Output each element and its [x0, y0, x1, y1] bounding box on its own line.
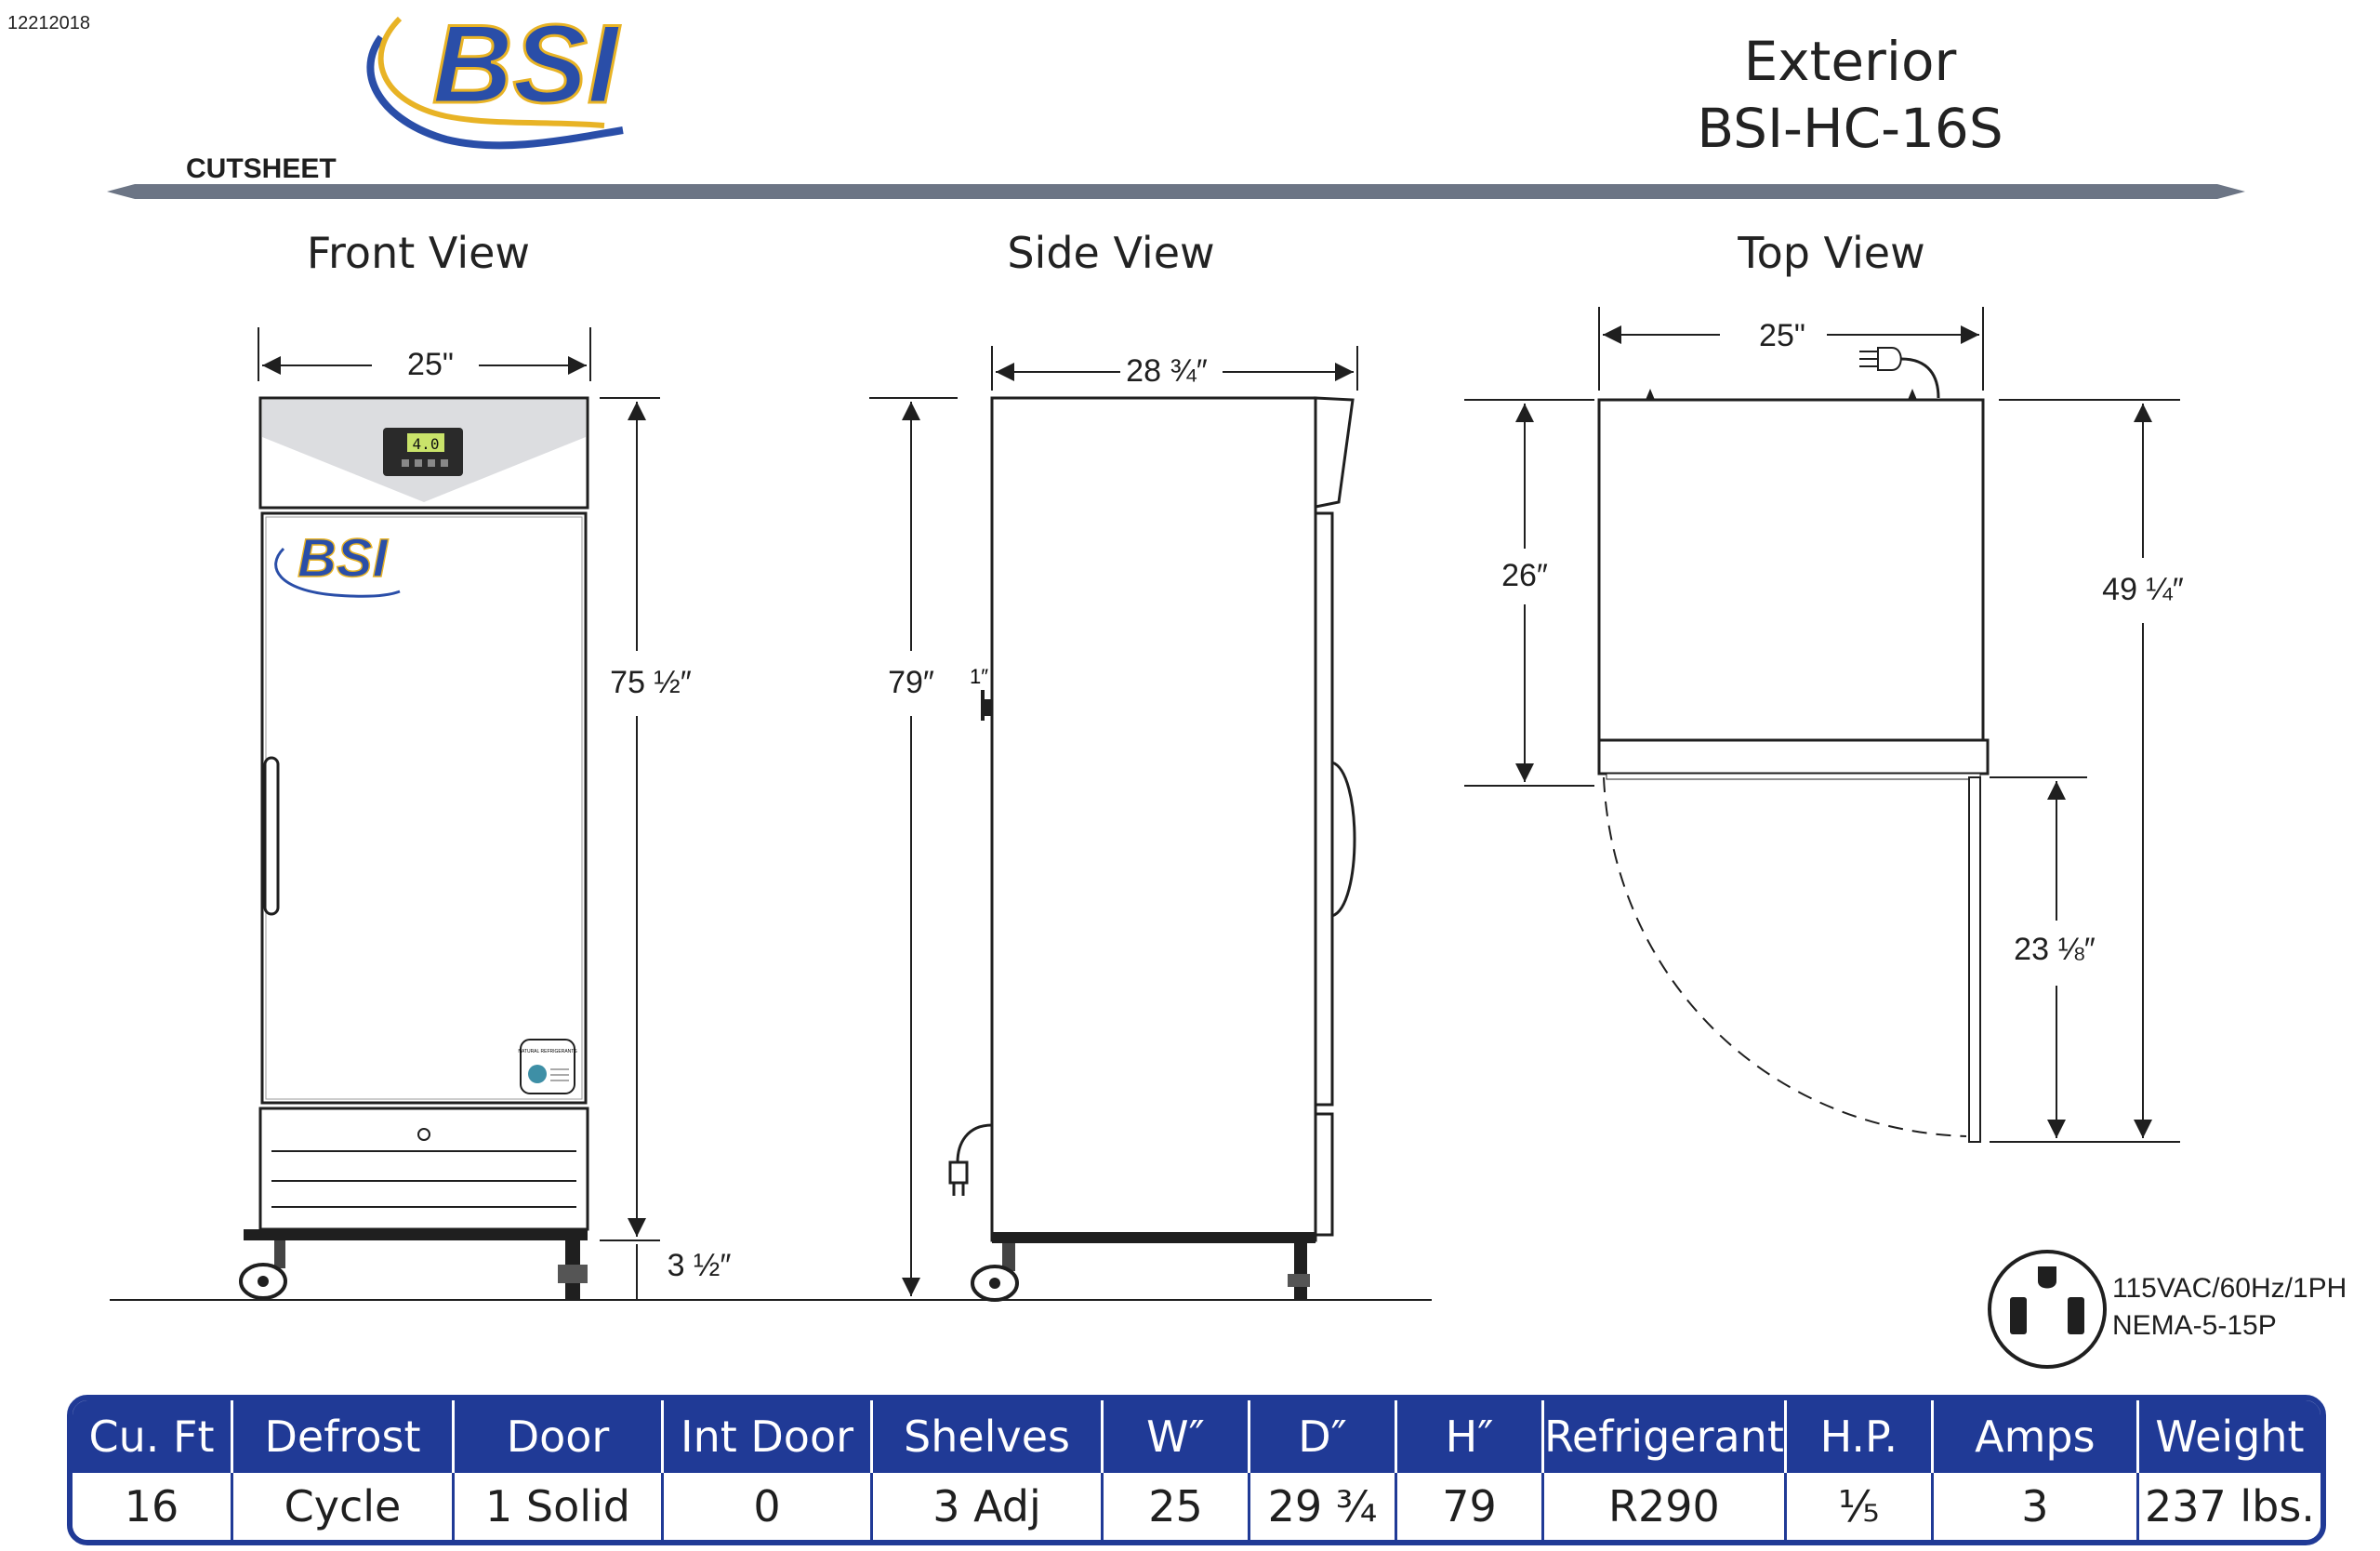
- spec-header: H.P.: [1786, 1400, 1934, 1473]
- front-base: [258, 1107, 589, 1231]
- natural-refrigerants-badge: NATURAL REFRIGERANTS: [518, 1039, 577, 1094]
- logo-text: BSI: [432, 2, 621, 126]
- plug-type-label: NEMA-5-15P: [2112, 1310, 2277, 1341]
- display-readout: 4.0: [413, 435, 440, 453]
- top-total-depth-label: 49 ¼″: [2102, 572, 2184, 607]
- spec-value: 3 Adj: [873, 1473, 1104, 1540]
- document-id: 12212018: [7, 13, 90, 33]
- plug-icon: [948, 1160, 969, 1185]
- svg-text:NATURAL REFRIGERANTS: NATURAL REFRIGERANTS: [518, 1049, 577, 1054]
- side-door-edge: [1314, 511, 1334, 1107]
- top-view: 25" 26″ 49 ¼″ 23 ⅛″: [1464, 307, 2184, 1143]
- lock-icon: [417, 1128, 430, 1141]
- bsi-logo: BSI: [366, 1, 624, 150]
- spec-header: Shelves: [873, 1400, 1104, 1473]
- top-door-edge: [1597, 738, 1990, 776]
- spec-table-grid: Cu. Ft Defrost Door Int Door Shelves W″ …: [67, 1395, 2326, 1545]
- spec-value: 16: [73, 1473, 233, 1540]
- spec-header: Door: [455, 1400, 664, 1473]
- front-view-title: Front View: [306, 228, 531, 278]
- front-height-label: 75 ½″: [610, 665, 692, 700]
- side-caster-right: [1288, 1243, 1310, 1299]
- spec-table: Cu. Ft Defrost Door Int Door Shelves W″ …: [67, 1395, 2326, 1551]
- spec-header: W″: [1104, 1400, 1250, 1473]
- spec-header: D″: [1250, 1400, 1397, 1473]
- spec-header: Amps: [1933, 1400, 2139, 1473]
- front-width-label: 25": [407, 347, 454, 382]
- side-depth-label: 28 ¾″: [1126, 353, 1208, 389]
- side-view: 28 ¾″ 1″ 79″: [869, 346, 1358, 1302]
- side-caster-left: [971, 1243, 1019, 1302]
- top-depth-label: 26″: [1501, 558, 1548, 593]
- side-base-rail: [992, 1232, 1316, 1243]
- side-view-title: Side View: [1007, 228, 1215, 278]
- spec-value: R290: [1544, 1473, 1787, 1540]
- spec-header: Int Door: [664, 1400, 873, 1473]
- spec-value: 237 lbs.: [2138, 1473, 2320, 1540]
- front-door: [260, 511, 588, 1105]
- display-screen: [407, 433, 444, 452]
- page-title: Exterior BSI-HC-16S: [1580, 28, 2120, 162]
- side-handle: [1331, 761, 1356, 918]
- door-swing-arc: [1603, 776, 1967, 1137]
- spec-header: Defrost: [233, 1400, 455, 1473]
- voltage-label: 115VAC/60Hz/1PH: [2112, 1273, 2347, 1304]
- cutsheet-label: CUTSHEET: [186, 153, 337, 184]
- door-handle: [263, 756, 280, 916]
- spec-value: Cycle: [233, 1473, 455, 1540]
- side-inset-label: 1″: [970, 665, 988, 688]
- title-line-1: Exterior: [1743, 30, 1957, 93]
- spec-value: 0: [664, 1473, 873, 1540]
- spec-value: 29 ¾: [1250, 1473, 1397, 1540]
- spec-value: 3: [1933, 1473, 2139, 1540]
- header-rule: [107, 184, 2245, 199]
- spec-value-row: 16 Cycle 1 Solid 0 3 Adj 25 29 ¾ 79 R290…: [73, 1473, 2320, 1540]
- nema-receptacle-icon: [1988, 1250, 2107, 1369]
- spec-value: 25: [1104, 1473, 1250, 1540]
- side-panel-slope: [1314, 396, 1355, 509]
- top-door-open: [1968, 776, 1981, 1143]
- spec-header: Refrigerant: [1544, 1400, 1787, 1473]
- front-base-label: 3 ½″: [668, 1248, 732, 1283]
- display-buttons: [402, 459, 448, 467]
- spec-value: 1 Solid: [455, 1473, 664, 1540]
- front-caster-right: [558, 1240, 588, 1300]
- side-body: [990, 396, 1317, 1242]
- spec-value: 79: [1397, 1473, 1544, 1540]
- top-view-title: Top View: [1738, 228, 1925, 278]
- top-body: [1597, 398, 1985, 742]
- spec-header-row: Cu. Ft Defrost Door Int Door Shelves W″ …: [73, 1400, 2320, 1473]
- side-power-cord: [956, 1123, 993, 1163]
- front-caster-left: [239, 1240, 287, 1300]
- front-base-rail: [244, 1229, 588, 1240]
- logo-swoosh-gold: [377, 16, 605, 128]
- door-logo: BSI: [298, 528, 390, 589]
- top-door-swing-label: 23 ⅛″: [2014, 932, 2096, 967]
- top-width-label: 25": [1759, 318, 1805, 353]
- front-view: 25" 4.0 BSI NATURAL REFRIGERANTS: [239, 327, 732, 1300]
- title-line-2: BSI-HC-16S: [1697, 97, 2003, 160]
- spec-value: ⅕: [1786, 1473, 1934, 1540]
- logo-swoosh-blue: [366, 34, 624, 150]
- electrical-info: 115VAC/60Hz/1PH NEMA-5-15P: [1988, 1250, 2347, 1369]
- top-plug-icon: [1859, 347, 1940, 399]
- spec-header: H″: [1397, 1400, 1544, 1473]
- spec-header: Cu. Ft: [73, 1400, 233, 1473]
- spec-header: Weight: [2138, 1400, 2320, 1473]
- side-height-label: 79″: [888, 665, 934, 700]
